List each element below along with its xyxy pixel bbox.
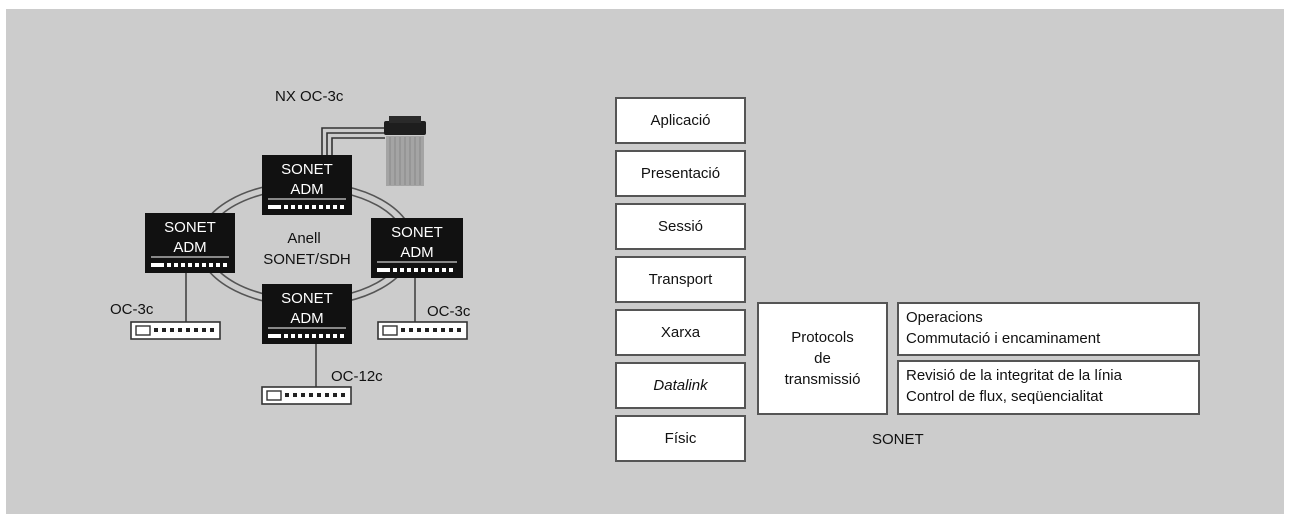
server-icon [384, 116, 426, 186]
adm-label-line2: ADM [400, 244, 433, 261]
adm-label-line2: ADM [290, 310, 323, 327]
uplink-wires [321, 127, 385, 155]
adm-bottom: SONET ADM [262, 284, 352, 344]
adm-right: SONET ADM [371, 218, 463, 278]
function-line-integrity: Revisió de la integritat de la línia [906, 367, 1122, 384]
function-box-lower: Revisió de la integritat de la línia Con… [897, 360, 1200, 415]
ring-label-line1: Anell [287, 230, 320, 247]
adm-label-line1: SONET [281, 290, 333, 307]
access-device-right [377, 321, 468, 340]
protocols-line3: transmissió [784, 371, 861, 388]
sonet-label: SONET [872, 431, 924, 448]
adm-label-line1: SONET [391, 224, 443, 241]
ring-label-line2: SONET/SDH [263, 251, 351, 268]
protocols-line1: Protocols [791, 329, 854, 346]
access-device-left [130, 321, 221, 340]
adm-label-line2: ADM [290, 181, 323, 198]
function-box-upper: Operacions Commutació i encaminament [897, 302, 1200, 356]
function-operations: Operacions [906, 309, 983, 326]
adm-left: SONET ADM [145, 213, 235, 273]
osi-layer-application: Aplicació [615, 97, 746, 144]
osi-layer-datalink: Datalink [615, 362, 746, 409]
adm-label-line1: SONET [164, 219, 216, 236]
access-lines [185, 272, 416, 387]
access-device-bottom [261, 386, 352, 405]
osi-layer-physical: Físic [615, 415, 746, 462]
function-switching-routing: Commutació i encaminament [906, 330, 1101, 347]
transmission-protocols-box: Protocols de transmissió [757, 302, 888, 415]
osi-layer-network: Xarxa [615, 309, 746, 356]
adm-top: SONET ADM [262, 155, 352, 215]
osi-layer-session: Sessió [615, 203, 746, 250]
protocols-line2: de [814, 350, 831, 367]
adm-label-line2: ADM [173, 239, 206, 256]
port-label-left: OC-3c [110, 301, 154, 318]
adm-label-line1: SONET [281, 161, 333, 178]
port-label-right: OC-3c [427, 303, 471, 320]
network-title: NX OC-3c [275, 88, 344, 105]
function-flow-control: Control de flux, seqüencialitat [906, 388, 1103, 405]
osi-layer-transport: Transport [615, 256, 746, 303]
osi-layer-presentation: Presentació [615, 150, 746, 197]
port-label-bottom: OC-12c [331, 368, 383, 385]
